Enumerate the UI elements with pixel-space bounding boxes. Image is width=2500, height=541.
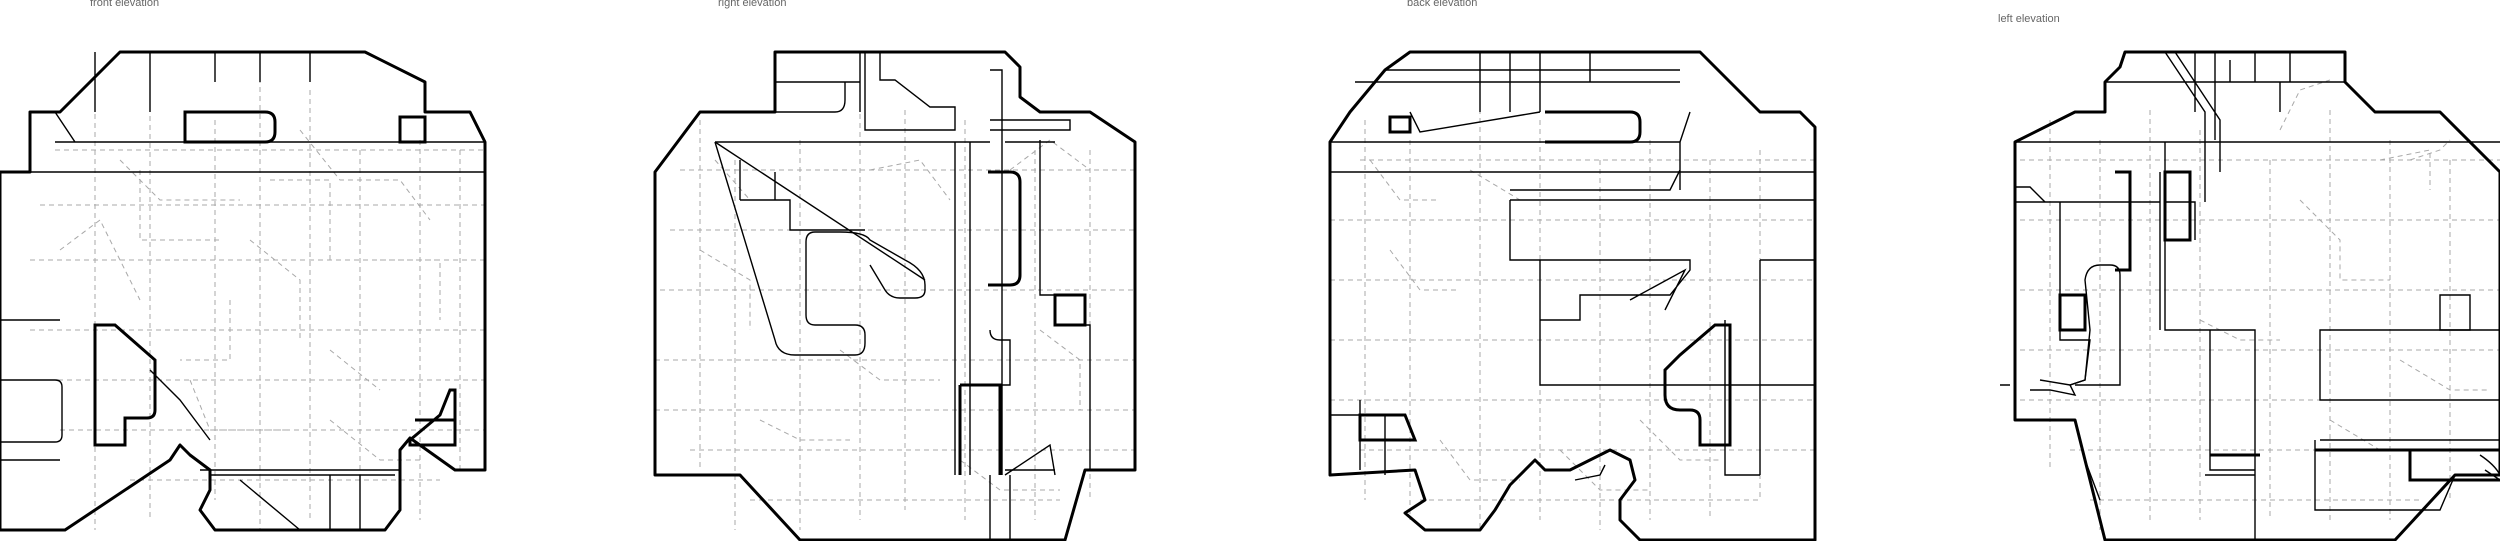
right-hidden-lines — [655, 60, 1135, 530]
left-detail-lines — [2000, 51, 2500, 540]
right-detail-lines — [714, 51, 1091, 540]
right-elevation-label: right elevation — [718, 0, 787, 9]
left-silhouette — [2013, 50, 2500, 541]
right-elevation-drawing — [653, 50, 1137, 541]
front-hidden-lines — [30, 60, 485, 530]
back-elevation-drawing — [1328, 50, 1817, 541]
back-silhouette — [1328, 50, 1817, 541]
front-detail-lines — [0, 52, 485, 531]
left-hidden-lines — [2020, 79, 2500, 530]
back-hidden-lines — [1330, 100, 1815, 530]
left-elevation-drawing — [2000, 50, 2500, 541]
back-elevation-label: back elevation — [1407, 0, 1478, 9]
left-elevation-label: left elevation — [1998, 13, 2060, 25]
front-elevation-label: front elevation — [90, 0, 160, 9]
back-detail-lines — [1330, 52, 1815, 481]
front-silhouette — [0, 50, 487, 532]
front-elevation-drawing — [0, 50, 487, 532]
right-silhouette — [653, 50, 1137, 541]
